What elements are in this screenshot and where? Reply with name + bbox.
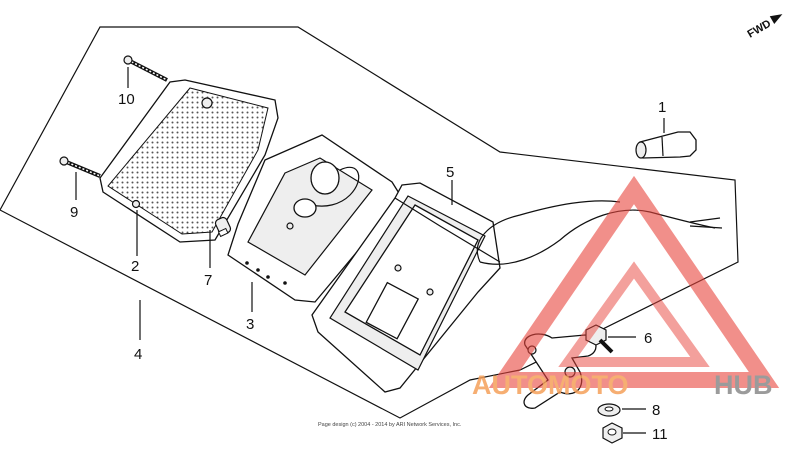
part-3-socket-plate: [227, 134, 403, 303]
part-8-washer: [597, 403, 621, 417]
part-1-bulb: [635, 131, 697, 159]
fwd-label: FWD: [746, 18, 774, 41]
assembly-outline: [0, 26, 739, 419]
part-2-lens: [99, 79, 279, 243]
callout-4: 4: [134, 346, 142, 363]
fwd-arrow-icon: FWD: [746, 14, 783, 41]
callout-10: 10: [118, 91, 135, 108]
part-9-bolt: [59, 156, 101, 178]
part-11-nut: [602, 422, 623, 444]
automotohub-watermark: AUTOMOTO HUB: [472, 175, 780, 400]
callout-9: 9: [70, 204, 78, 221]
callout-6: 6: [644, 330, 652, 347]
callout-5: 5: [446, 164, 454, 181]
callout-3: 3: [246, 316, 254, 333]
callout-11: 11: [652, 426, 668, 443]
watermark-text-secondary: HUB: [714, 370, 773, 400]
callout-7: 7: [204, 272, 212, 289]
wiring-harness: [476, 200, 723, 265]
callout-2: 2: [131, 258, 139, 275]
part-5-housing: [311, 182, 501, 393]
callout-8: 8: [652, 402, 660, 419]
part-7-bulb: [214, 216, 232, 238]
callout-1: 1: [658, 99, 666, 116]
part-10-bolt: [123, 55, 168, 82]
copyright-text: Page design (c) 2004 - 2014 by ARI Netwo…: [318, 422, 462, 428]
watermark-text-primary: AUTOMOTO: [472, 370, 629, 400]
